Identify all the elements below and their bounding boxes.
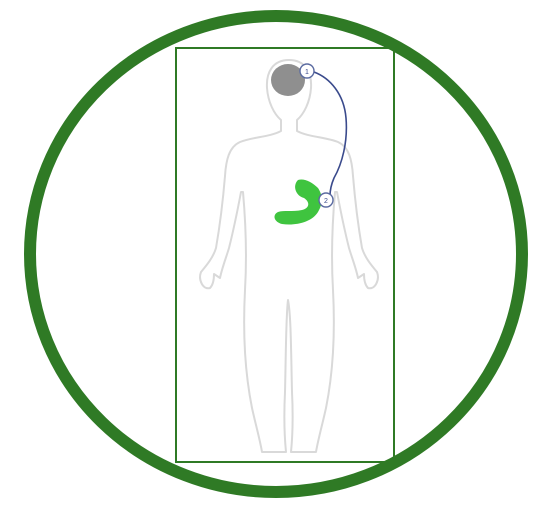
stomach-device-label: 2 — [324, 198, 328, 205]
head-device-label: 1 — [305, 69, 309, 76]
stomach-device: 2 — [319, 193, 333, 207]
head-device: 1 — [300, 64, 314, 78]
human-body-icon — [200, 60, 378, 452]
